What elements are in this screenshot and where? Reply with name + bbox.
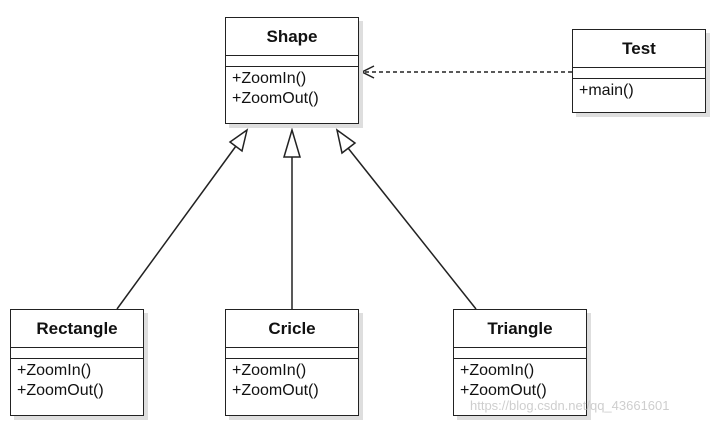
attributes-compartment	[226, 56, 358, 67]
operation: +ZoomOut()	[17, 382, 104, 399]
operation: +ZoomOut()	[232, 90, 319, 107]
generalization-cricle-to-shape	[282, 127, 302, 309]
dependency-arrowhead	[360, 65, 375, 79]
attributes-compartment	[226, 348, 358, 359]
attributes-compartment	[573, 68, 705, 79]
class-test[interactable]: Test +main()	[572, 29, 706, 113]
generalization-triangle-to-shape	[335, 128, 477, 310]
attributes-compartment	[11, 348, 143, 359]
operation: +ZoomOut()	[460, 382, 547, 399]
class-rectangle[interactable]: Rectangle +ZoomIn() +ZoomOut()	[10, 309, 144, 416]
watermark-text: https://blog.csdn.net/qq_43661601	[470, 398, 670, 413]
dependency-test-to-shape	[360, 65, 572, 79]
operation: +ZoomIn()	[232, 362, 307, 379]
class-shape[interactable]: Shape +ZoomIn() +ZoomOut()	[225, 17, 359, 124]
operation: +ZoomOut()	[232, 382, 319, 399]
operation: +ZoomIn()	[232, 70, 307, 87]
operations-compartment: +ZoomIn() +ZoomOut()	[226, 67, 358, 109]
operation: +ZoomIn()	[460, 362, 535, 379]
generalization-arrowhead	[228, 128, 249, 153]
generalization-rectangle-to-shape	[116, 128, 249, 310]
class-name: Shape	[226, 18, 358, 56]
class-name: Test	[573, 30, 705, 68]
operation: +ZoomIn()	[17, 362, 92, 379]
operations-compartment: +main()	[573, 79, 705, 101]
operations-compartment: +ZoomIn() +ZoomOut()	[11, 359, 143, 401]
class-name: Triangle	[454, 310, 586, 348]
class-name: Rectangle	[11, 310, 143, 348]
class-triangle[interactable]: Triangle +ZoomIn() +ZoomOut()	[453, 309, 587, 416]
attributes-compartment	[454, 348, 586, 359]
operation: +main()	[579, 82, 634, 99]
operations-compartment: +ZoomIn() +ZoomOut()	[454, 359, 586, 401]
operations-compartment: +ZoomIn() +ZoomOut()	[226, 359, 358, 401]
class-cricle[interactable]: Cricle +ZoomIn() +ZoomOut()	[225, 309, 359, 416]
generalization-arrowhead	[335, 128, 357, 155]
generalization-arrowhead	[282, 127, 302, 158]
class-name: Cricle	[226, 310, 358, 348]
